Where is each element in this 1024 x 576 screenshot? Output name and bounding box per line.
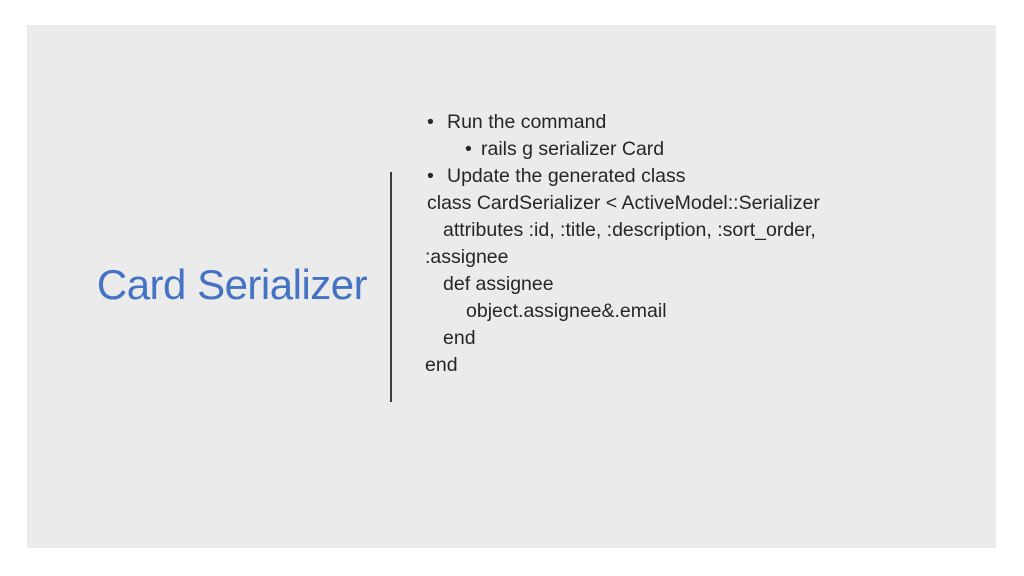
bullet-text: Update the generated class (447, 165, 686, 187)
slide: Card Serializer • Run the command • rails … (27, 25, 996, 548)
slide-title: Card Serializer (96, 261, 368, 308)
vertical-divider-line (390, 172, 392, 402)
code-line: object.assignee&.email (466, 300, 667, 322)
bullet-item: • Run the command (425, 109, 985, 136)
bullet-marker: • (465, 138, 472, 160)
bullet-text: Run the command (447, 111, 607, 133)
bullet-text: rails g serializer Card (481, 138, 665, 160)
bullet-item: • Update the generated class (425, 163, 985, 190)
bullet-marker: • (427, 165, 434, 187)
code-line: end (443, 327, 476, 349)
code-line: attributes :id, :title, :description, :s… (443, 219, 816, 241)
slide-body: • Run the command • rails g serializer Car… (425, 109, 985, 379)
code-line-wrap: :assignee (425, 246, 509, 268)
bullet-item-sub: • rails g serializer Card (425, 136, 985, 163)
code-line: end (425, 354, 458, 376)
bullet-marker: • (427, 111, 434, 133)
code-line: def assignee (443, 273, 554, 295)
code-line: class CardSerializer < ActiveModel::Seri… (427, 192, 820, 214)
